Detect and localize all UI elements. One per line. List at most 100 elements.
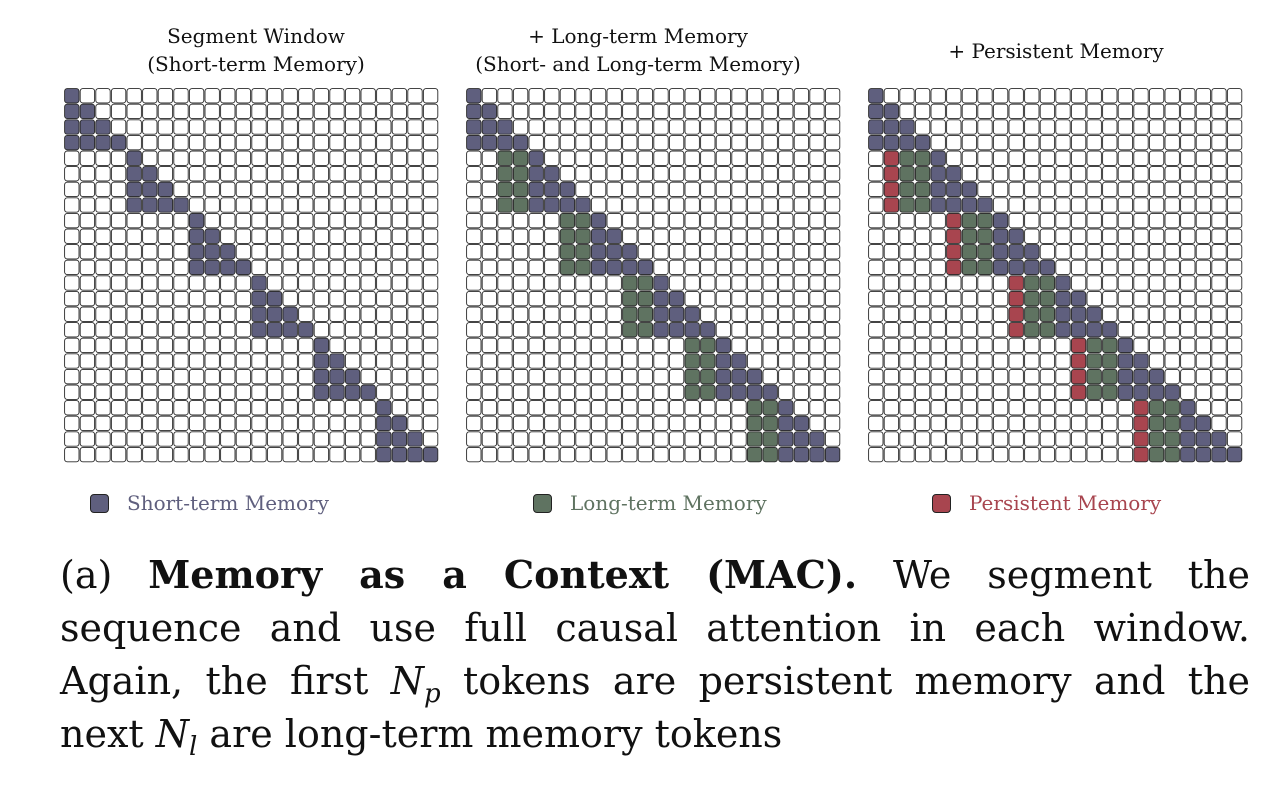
cell-masked xyxy=(1195,197,1212,213)
cell-masked xyxy=(1226,166,1243,182)
cell-masked xyxy=(1086,290,1102,307)
cell-masked xyxy=(1226,197,1243,213)
cell-masked xyxy=(883,228,900,244)
cell-masked xyxy=(1226,322,1243,338)
cell-masked xyxy=(95,368,111,385)
cell-masked xyxy=(422,259,439,276)
cell-masked xyxy=(173,384,189,400)
cell-masked xyxy=(360,259,376,276)
cell-masked xyxy=(778,150,794,166)
cell-masked xyxy=(266,368,283,385)
cell-masked xyxy=(142,306,158,322)
cell-masked xyxy=(1070,212,1087,229)
cell-masked xyxy=(220,368,236,385)
cell-masked xyxy=(95,88,111,104)
cell-short-memory xyxy=(590,259,607,276)
cell-masked xyxy=(778,290,794,307)
panel-title-line2: (Short-term Memory) xyxy=(147,52,365,76)
cell-masked xyxy=(1195,306,1212,322)
cell-masked xyxy=(376,181,392,198)
cell-masked xyxy=(977,275,993,291)
cell-masked xyxy=(1024,400,1040,416)
cell-masked xyxy=(1148,353,1165,369)
cell-masked xyxy=(606,368,622,385)
cell-masked xyxy=(313,228,330,244)
cell-masked xyxy=(1070,181,1087,198)
cell-long-memory xyxy=(575,212,591,229)
cell-masked xyxy=(868,244,884,260)
cell-masked xyxy=(173,181,189,198)
cell-masked xyxy=(422,400,439,416)
cell-masked xyxy=(1117,322,1134,338)
cell-masked xyxy=(992,181,1009,198)
cell-masked xyxy=(606,134,622,151)
cell-masked xyxy=(1148,259,1165,276)
cell-masked xyxy=(746,166,763,182)
cell-masked xyxy=(868,181,884,198)
cell-masked xyxy=(977,166,993,182)
cell-masked xyxy=(1148,197,1165,213)
cell-masked xyxy=(204,181,220,198)
cell-masked xyxy=(1133,197,1149,213)
cell-masked xyxy=(95,259,111,276)
cell-masked xyxy=(1195,166,1212,182)
cell-masked xyxy=(731,181,747,198)
cell-short-memory xyxy=(778,431,794,447)
cell-short-memory xyxy=(778,415,794,432)
cell-masked xyxy=(266,275,283,291)
cell-persistent-memory xyxy=(1070,337,1087,354)
cell-masked xyxy=(251,446,267,463)
cell-masked xyxy=(992,103,1009,120)
cell-masked xyxy=(512,415,529,432)
cell-long-memory xyxy=(1086,337,1102,354)
cell-masked xyxy=(762,181,778,198)
cell-masked xyxy=(1102,212,1118,229)
cell-masked xyxy=(95,446,111,463)
cell-masked xyxy=(282,244,298,260)
cell-masked xyxy=(793,166,810,182)
cell-short-memory xyxy=(64,134,80,151)
cell-masked xyxy=(376,290,392,307)
cell-masked xyxy=(1211,134,1227,151)
cell-short-memory xyxy=(1055,290,1071,307)
cell-masked xyxy=(266,181,283,198)
cell-masked xyxy=(1195,337,1212,354)
cell-masked xyxy=(1117,181,1134,198)
cell-masked xyxy=(376,134,392,151)
cell-masked xyxy=(1195,134,1212,151)
cell-masked xyxy=(637,384,654,400)
cell-masked xyxy=(360,446,376,463)
cell-masked xyxy=(142,88,158,104)
cell-short-memory xyxy=(79,103,96,120)
cell-masked xyxy=(914,431,931,447)
cell-masked xyxy=(731,88,747,104)
cell-masked xyxy=(1008,400,1024,416)
cell-masked xyxy=(1086,446,1102,463)
cell-masked xyxy=(622,353,638,369)
cell-masked xyxy=(977,368,993,385)
cell-long-memory xyxy=(1102,337,1118,354)
cell-masked xyxy=(298,306,314,322)
cell-masked xyxy=(961,134,978,151)
cell-long-memory xyxy=(1148,446,1165,463)
cell-masked xyxy=(497,368,513,385)
cell-short-memory xyxy=(220,244,236,260)
cell-masked xyxy=(590,290,607,307)
cell-long-memory xyxy=(1164,415,1180,432)
cell-masked xyxy=(778,353,794,369)
cell-masked xyxy=(946,337,962,354)
cell-masked xyxy=(481,415,498,432)
cell-masked xyxy=(313,431,330,447)
cell-long-memory xyxy=(746,400,763,416)
cell-masked xyxy=(204,134,220,151)
cell-masked xyxy=(298,384,314,400)
cell-masked xyxy=(606,212,622,229)
cell-masked xyxy=(1211,322,1227,338)
cell-masked xyxy=(360,150,376,166)
cell-masked xyxy=(466,400,482,416)
cell-masked xyxy=(622,368,638,385)
cell-masked xyxy=(590,150,607,166)
cell-long-memory xyxy=(684,353,700,369)
cell-masked xyxy=(731,134,747,151)
cell-masked xyxy=(481,368,498,385)
